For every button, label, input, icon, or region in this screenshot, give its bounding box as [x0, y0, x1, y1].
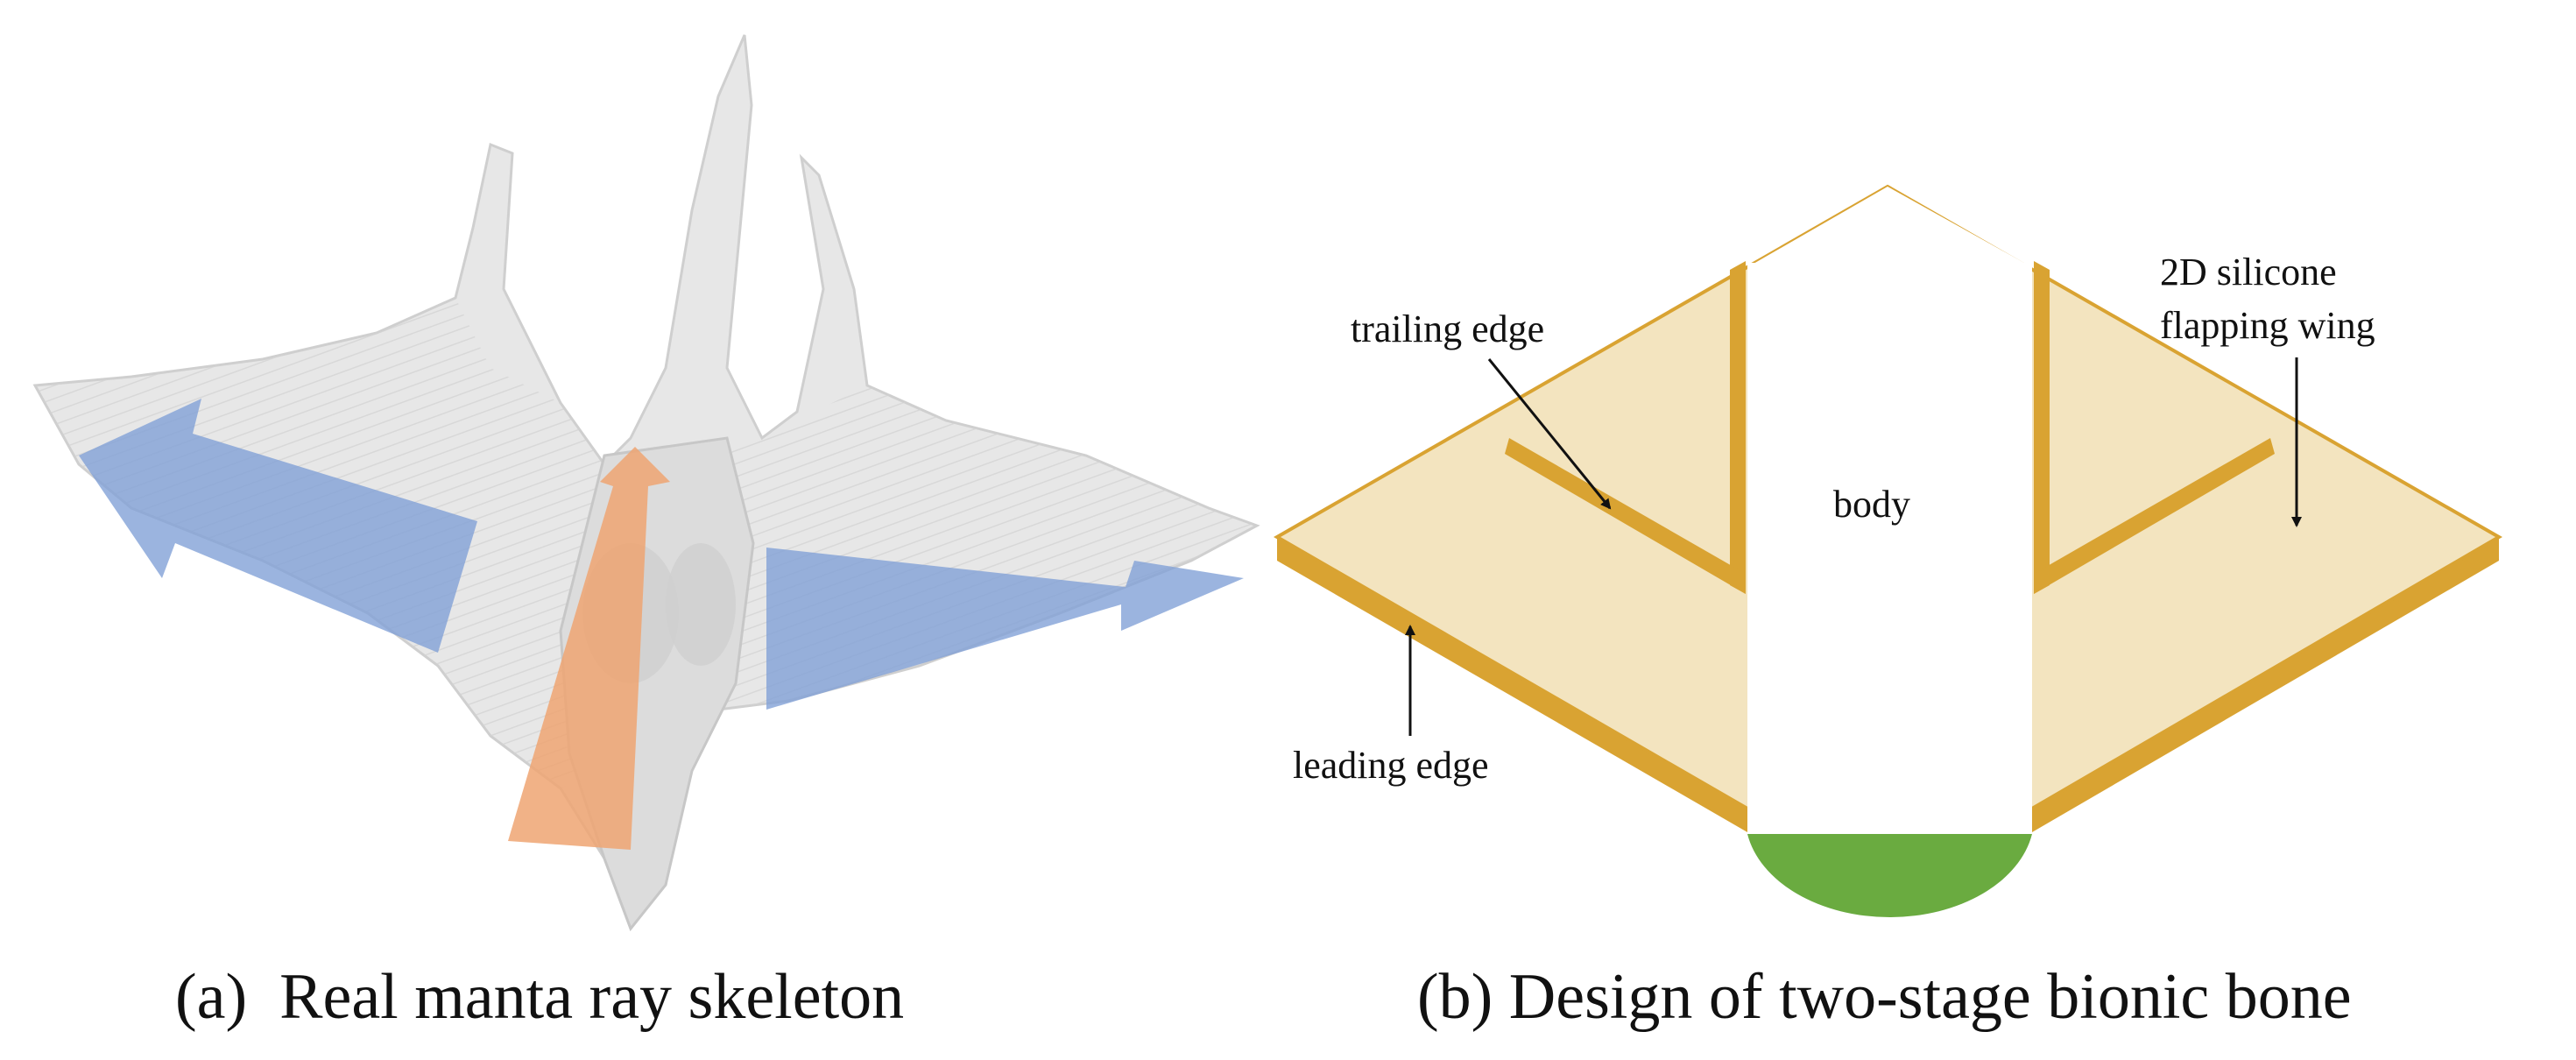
bone-primary-left [1730, 261, 1746, 594]
bone-secondary-right [2034, 438, 2275, 594]
orange-arrow-center [508, 447, 670, 850]
caption-a: (a) Real manta ray skeleton [175, 961, 904, 1033]
bone-primary-right [2034, 261, 2050, 594]
bone-secondary-left [1505, 438, 1746, 594]
label-body: body [1833, 483, 1910, 526]
caption-b: (b) Design of two-stage bionic bone [1417, 961, 2352, 1033]
panel-b: trailing edge 2D silicone flapping wing … [1273, 184, 2503, 1033]
label-trailing-edge: trailing edge [1351, 307, 1544, 350]
panel-a: (a) Real manta ray skeleton [32, 34, 1260, 1033]
label-leading-edge: leading edge [1293, 744, 1489, 787]
label-silicone-line1: 2D silicone [2160, 251, 2337, 293]
body [1747, 263, 2032, 834]
body-apex [1747, 187, 2032, 267]
body-green-nose [1747, 834, 2032, 918]
skeleton-cavity [666, 543, 736, 666]
blue-arrow-right [766, 548, 1244, 710]
plate-edge-left [1277, 537, 1747, 832]
label-silicone-line2: flapping wing [2160, 304, 2375, 347]
pointer-trailing-edge [1487, 358, 1612, 510]
plate-edge-right [2032, 537, 2499, 832]
blue-arrow-left [79, 399, 477, 653]
